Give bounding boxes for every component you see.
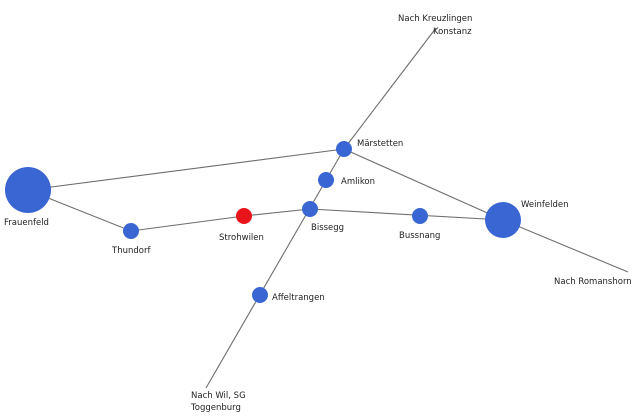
frauenfeld-marker[interactable]	[5, 167, 51, 213]
affeltrangen-marker[interactable]	[252, 287, 268, 303]
konstanz-direction-label: Konstanz	[433, 27, 472, 37]
weinfelden-label: Weinfelden	[521, 200, 568, 210]
amlikon-label: Amlikon	[341, 177, 375, 187]
amlikon-marker[interactable]	[318, 172, 334, 188]
line-maerstetten-kreuzlingen	[343, 27, 437, 150]
weinfelden-marker[interactable]	[485, 202, 521, 238]
line-maerstetten-wil	[205, 148, 345, 389]
line-thundorf-strohwilen	[130, 215, 245, 232]
thundorf-marker[interactable]	[123, 223, 139, 239]
line-maerstetten-weinfelden	[343, 148, 504, 221]
strohwilen-label: Strohwilen	[219, 233, 264, 243]
romanshorn-direction-label: Nach Romanshorn	[554, 277, 632, 287]
bussnang-label: Bussnang	[399, 231, 440, 241]
line-bissegg-weinfelden	[309, 208, 504, 221]
strohwilen-marker[interactable]	[236, 208, 252, 224]
maerstetten-marker[interactable]	[336, 141, 352, 157]
bussnang-marker[interactable]	[412, 208, 428, 224]
bissegg-label: Bissegg	[311, 223, 344, 233]
toggenburg-direction-label: Toggenburg	[190, 403, 241, 413]
wil-direction-label: Nach Wil, SG	[191, 391, 246, 401]
affeltrangen-label: Affeltrangen	[272, 293, 325, 303]
line-weinfelden-romanshorn	[502, 219, 629, 273]
kreuzlingen-direction-label: Nach Kreuzlingen	[398, 14, 472, 24]
maerstetten-label: Märstetten	[357, 139, 403, 149]
bissegg-marker[interactable]	[302, 201, 318, 217]
line-frauenfeld-maerstetten	[27, 148, 345, 191]
thundorf-label: Thundorf	[111, 246, 151, 256]
frauenfeld-label: Frauenfeld	[4, 218, 49, 228]
line-strohwilen-bissegg	[243, 208, 311, 217]
